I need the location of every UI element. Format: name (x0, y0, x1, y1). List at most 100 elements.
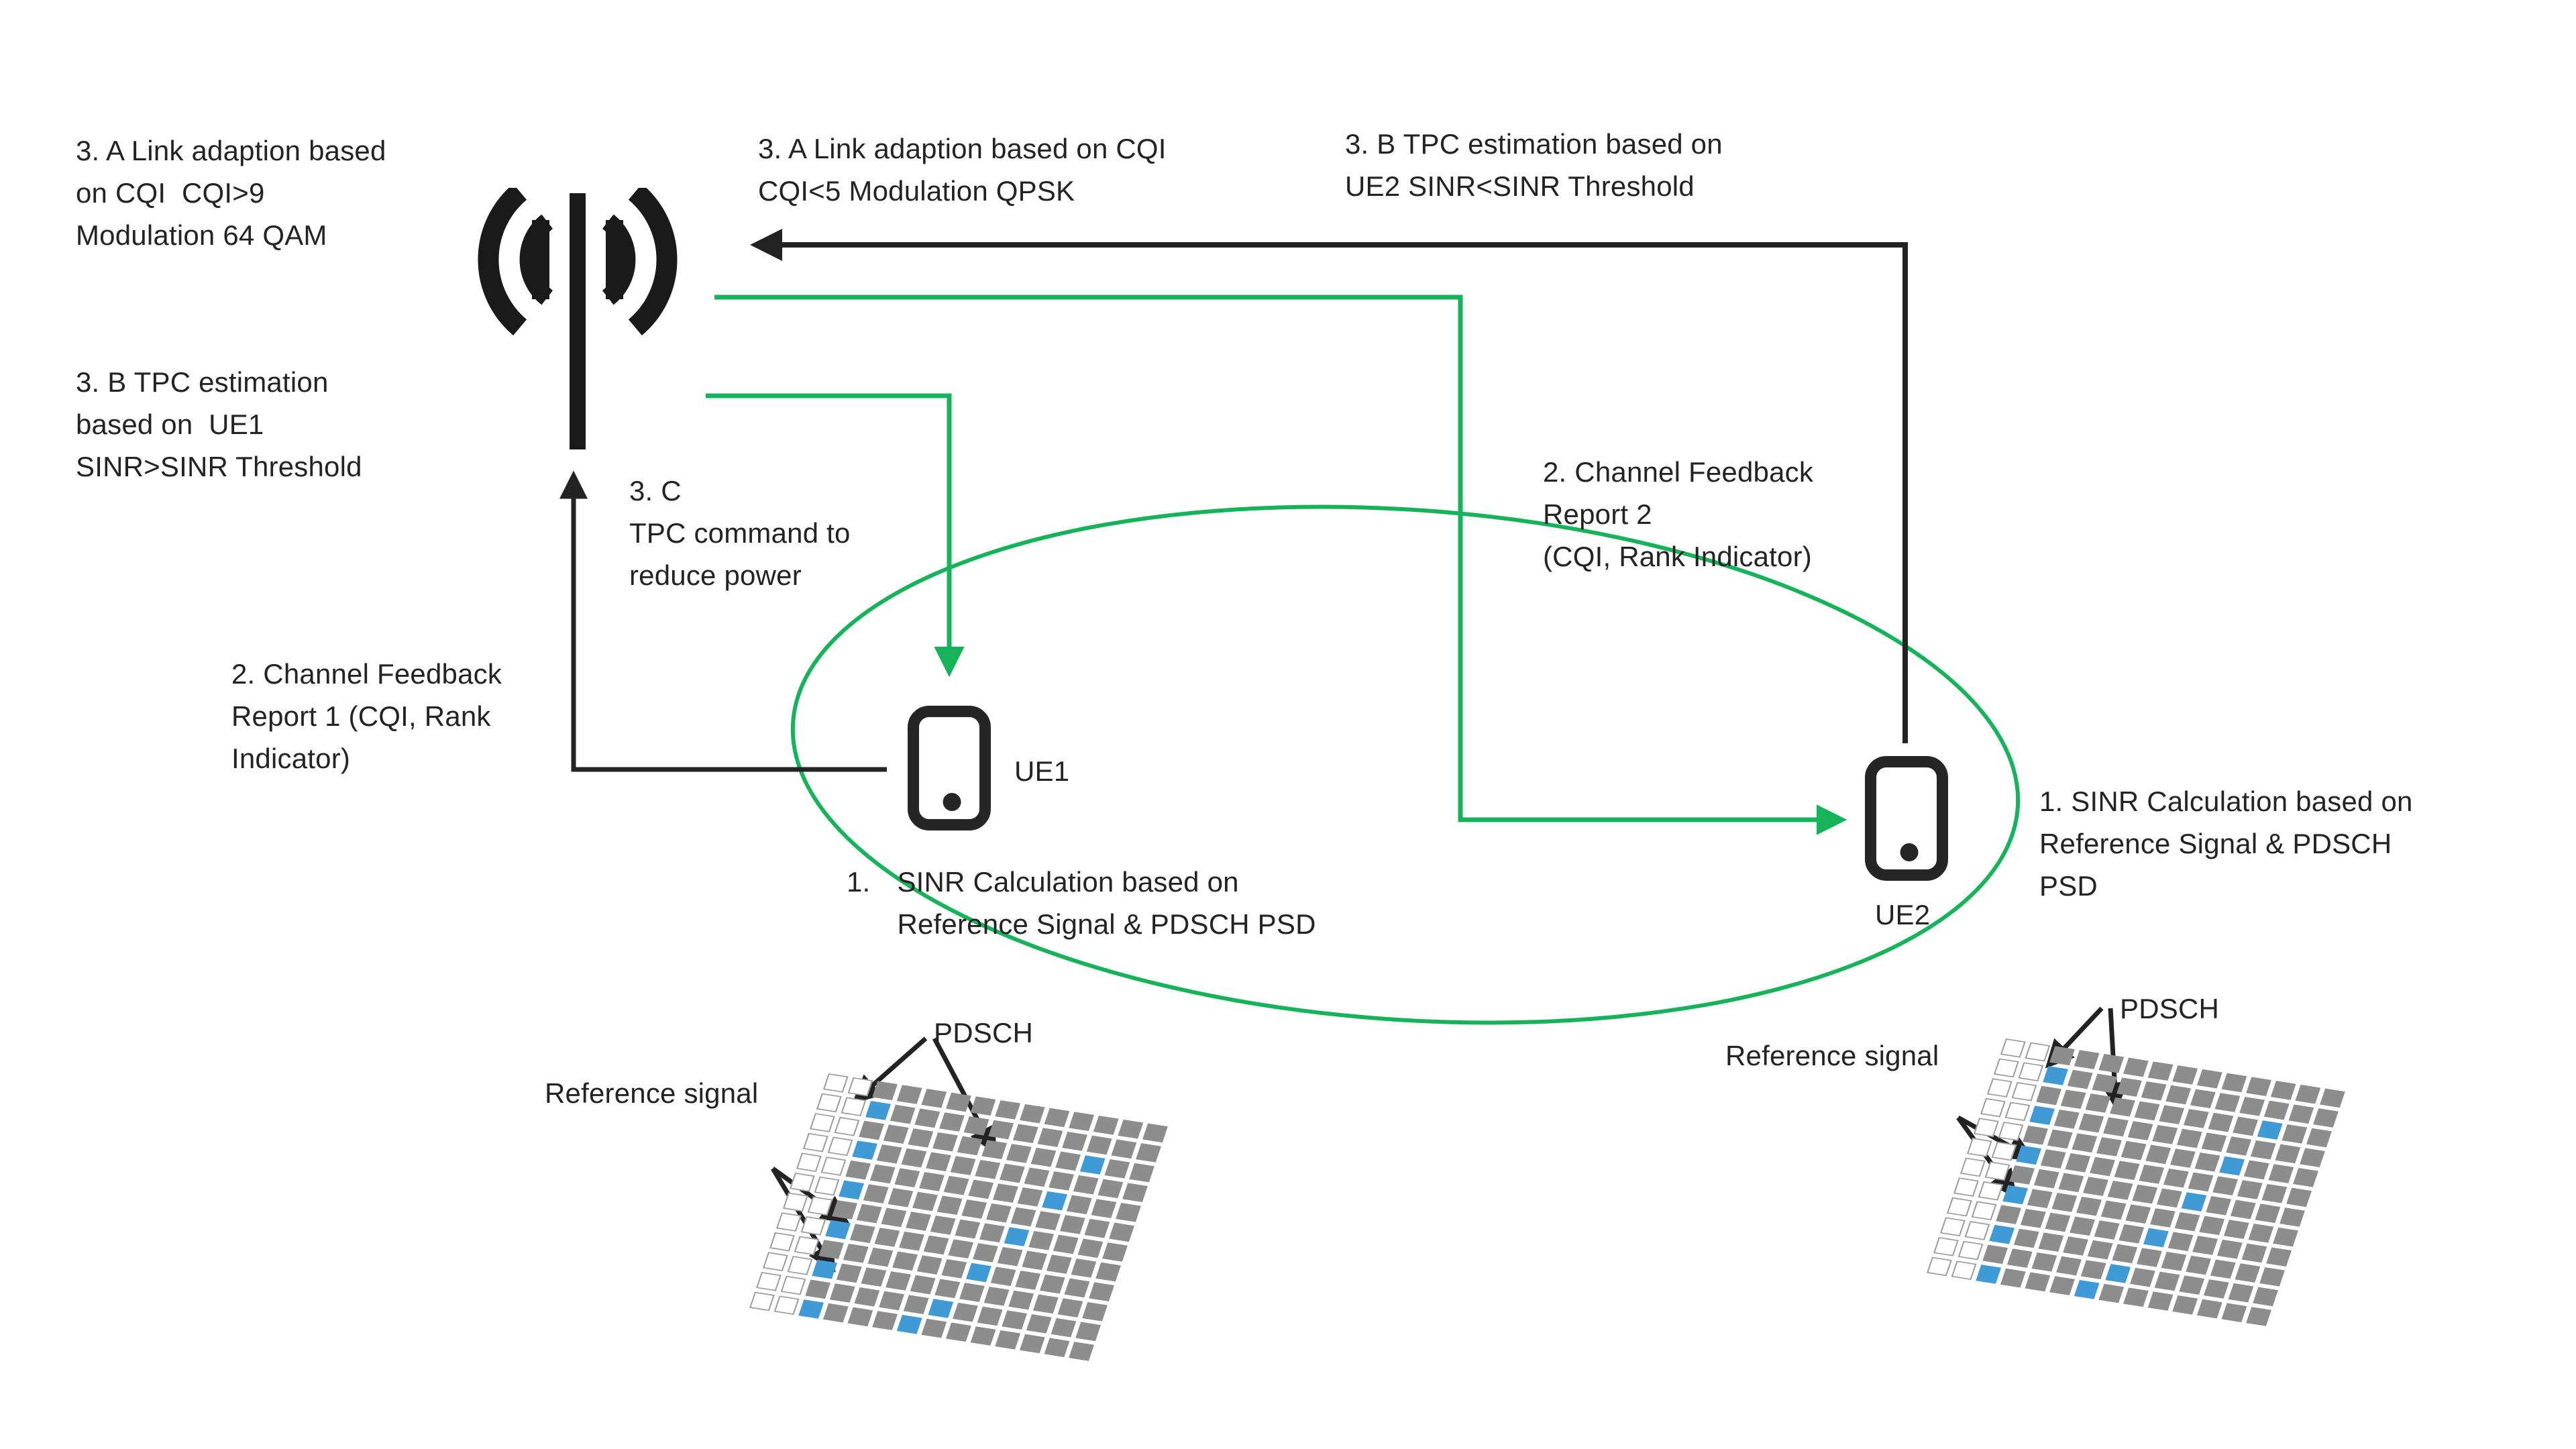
resource-element (2085, 1093, 2111, 1113)
resource-element (1084, 1218, 1110, 1238)
resource-element (946, 1322, 971, 1342)
resource-element (2186, 1255, 2212, 1275)
resource-element (1008, 1290, 1034, 1310)
resource-element (2165, 1085, 2192, 1105)
resource-element (749, 1291, 775, 1311)
resource-element (2006, 1248, 2033, 1268)
resource-element (1993, 1058, 2019, 1078)
resource-element (1093, 1116, 1119, 1135)
resource-element (921, 1088, 947, 1108)
resource-element (2094, 1220, 2120, 1240)
resource-element (2114, 1161, 2140, 1181)
resource-element (970, 1096, 996, 1116)
label-ue2: UE2 (1875, 899, 1931, 930)
resource-element (2016, 1145, 2042, 1165)
resource-element (841, 1097, 867, 1116)
resource-element (1004, 1227, 1030, 1246)
resource-element (948, 1239, 974, 1258)
resource-element (890, 1104, 916, 1124)
resource-element (827, 1136, 853, 1157)
label-reference-signal-right: Reference signal (1725, 1040, 1939, 1071)
resource-element (970, 1326, 996, 1346)
resource-element (2018, 1062, 2044, 1081)
ue1-phone-icon (908, 706, 991, 830)
resource-element (2147, 1291, 2174, 1311)
resource-element (816, 1093, 842, 1113)
resource-element (2076, 1196, 2102, 1216)
resource-element (839, 1180, 865, 1200)
resource-element (2172, 1295, 2198, 1315)
resource-element (1989, 1224, 2015, 1244)
resource-element (2130, 1267, 2155, 1287)
resource-element (825, 1220, 851, 1240)
resource-element (2201, 1132, 2227, 1152)
resource-element (2033, 1169, 2059, 1189)
resource-element (843, 1244, 869, 1263)
resource-element (2132, 1184, 2158, 1204)
resource-element (1976, 1265, 2002, 1284)
resource-element (2150, 1208, 2176, 1228)
resource-element (2270, 1081, 2296, 1100)
resource-element (2070, 1216, 2095, 1236)
resource-element (2167, 1232, 2194, 1252)
resource-element (1055, 1151, 1081, 1171)
black-line-ue2-to-bs (750, 229, 1908, 743)
resource-element (1035, 1211, 1061, 1230)
resource-element (2216, 1239, 2243, 1259)
resource-element (934, 1279, 961, 1299)
resource-element (812, 1259, 838, 1279)
resource-element (822, 1303, 849, 1323)
resource-element (872, 1081, 898, 1101)
resource-element (1017, 1187, 1043, 1207)
resource-element (1118, 1119, 1144, 1139)
resource-element (990, 1267, 1016, 1287)
resource-element (1091, 1199, 1117, 1218)
resource-element (1028, 1230, 1055, 1250)
resource-element (943, 1175, 969, 1195)
resource-element (926, 1152, 951, 1172)
resource-element (2228, 1283, 2254, 1303)
resource-element (896, 1315, 922, 1334)
resource-element (2065, 1152, 2091, 1173)
base-station-icon (478, 188, 678, 449)
resource-element (888, 1187, 914, 1208)
resource-element (762, 1252, 788, 1272)
resource-element (2275, 1144, 2301, 1164)
resource-element (2230, 1199, 2256, 1220)
resource-element (1939, 1217, 1966, 1237)
resource-element (1019, 1104, 1045, 1124)
resource-element (1049, 1171, 1075, 1191)
resource-element (2020, 1209, 2046, 1228)
resource-element (780, 1275, 806, 1295)
resource-element (2288, 1104, 2314, 1124)
resource-element (2174, 1212, 2200, 1232)
label-tpc-command: 3. C TPC command to reduce power (629, 475, 851, 591)
resource-element (2268, 1164, 2294, 1183)
resource-element (1996, 1205, 2022, 1224)
resource-element (1104, 1159, 1130, 1179)
label-tpc-estimation-ue1: 3. B TPC estimation based on UE1 SINR>SI… (76, 366, 362, 482)
resource-element (2250, 1140, 2276, 1160)
label-pdsch-left: PDSCH (934, 1017, 1034, 1049)
resource-element (1111, 1139, 1137, 1159)
resource-element (872, 1311, 898, 1330)
resource-element (901, 1148, 927, 1168)
resource-element (903, 1295, 929, 1315)
resource-element (2152, 1124, 2178, 1144)
sinr-calc-ue1-number: 1. (847, 866, 871, 898)
resource-element (2179, 1275, 2205, 1295)
resource-element (2196, 1299, 2222, 1319)
resource-element (906, 1212, 931, 1231)
resource-element (1044, 1108, 1070, 1128)
resource-element (2223, 1220, 2249, 1239)
green-line-bs-to-ue2 (714, 294, 1847, 835)
resource-element (885, 1271, 911, 1291)
resource-element (1037, 1128, 1063, 1147)
resource-element (2107, 1181, 2133, 1200)
resource-element (1966, 1138, 1992, 1157)
label-sinr-calc-ue1: 1. SINR Calculation based on Reference S… (847, 861, 1316, 945)
resource-element (756, 1272, 782, 1291)
resource-element (2159, 1105, 2185, 1124)
resource-element (867, 1247, 894, 1267)
